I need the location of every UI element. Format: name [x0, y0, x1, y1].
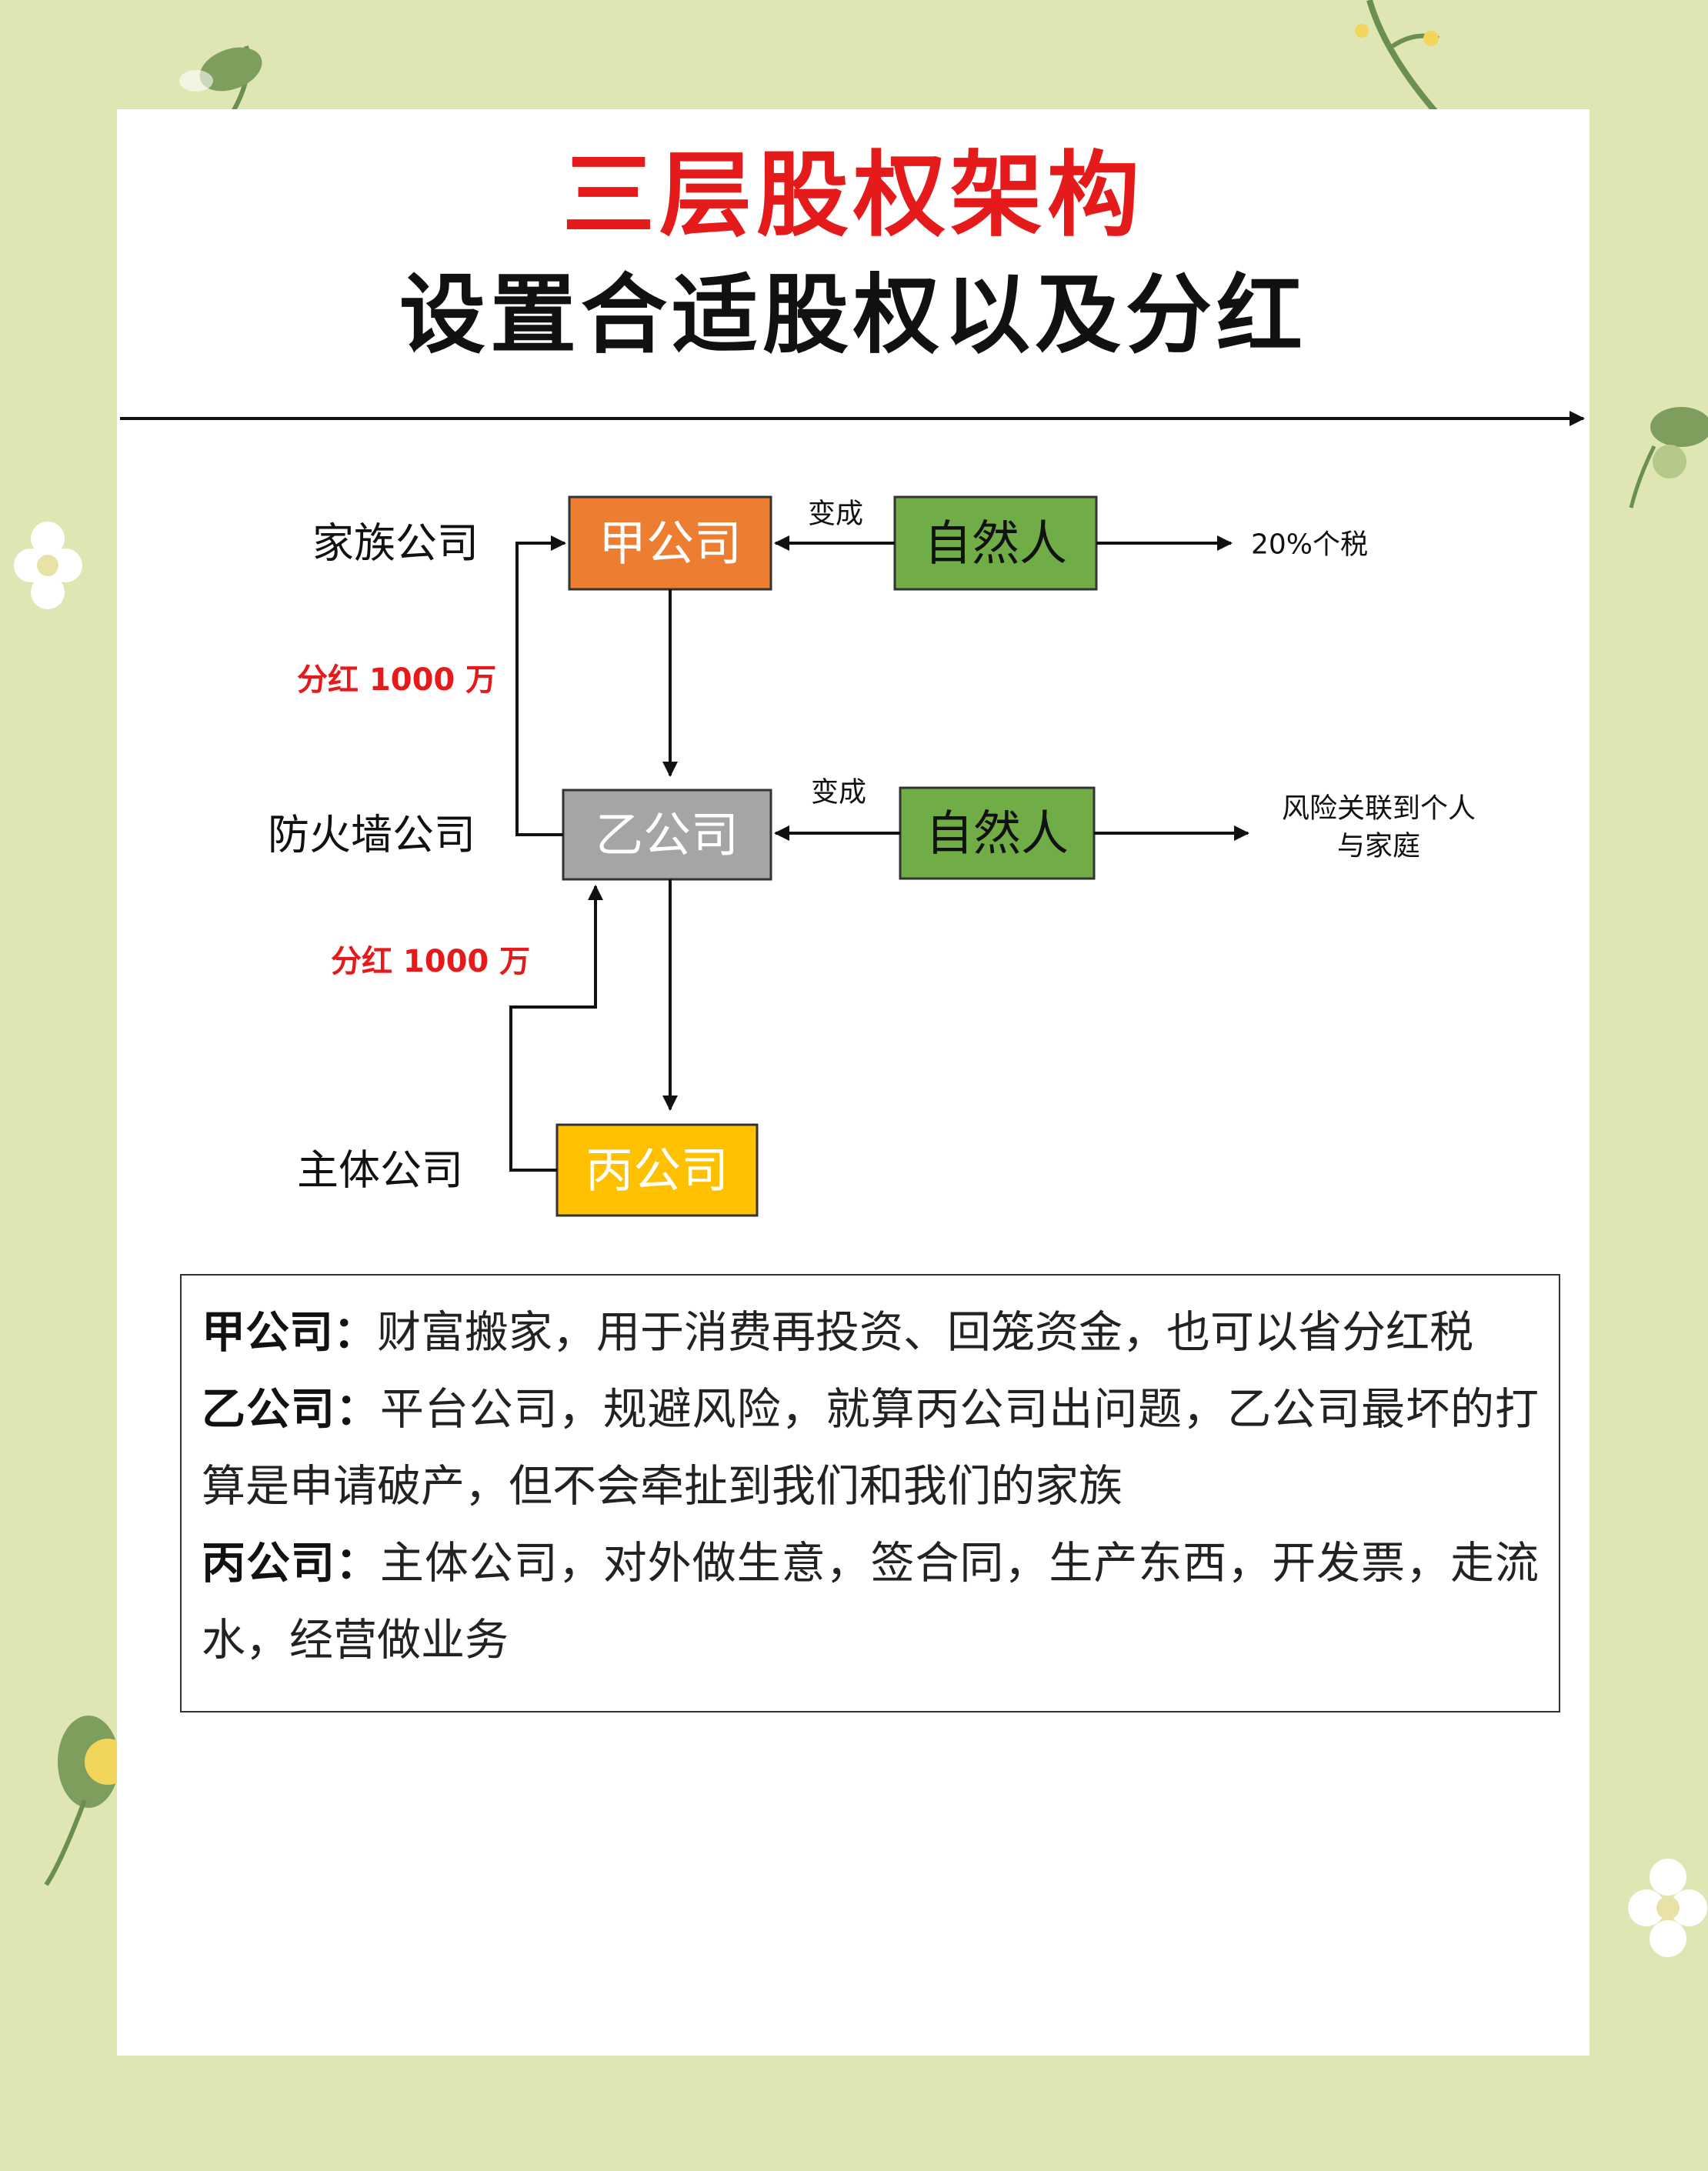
outcome-label-tax: 20%个税	[1251, 529, 1368, 561]
box-person-1-label: 自然人	[924, 515, 1067, 572]
desc-term-jia: 甲公司：	[202, 1307, 377, 1358]
level-label-firewall: 防火墙公司	[268, 811, 475, 859]
level-label-family: 家族公司	[312, 519, 479, 568]
relation-label-2: 变成	[811, 777, 866, 809]
branch-icon	[1355, 0, 1442, 118]
box-jia-company: 甲公司	[568, 495, 772, 591]
dividend-label-2: 分红 1000 万	[331, 944, 530, 979]
page-title: 三层股权架构	[562, 142, 1144, 249]
box-jia-label: 甲公司	[599, 515, 742, 572]
desc-item-yi: 乙公司：平台公司，规避风险，就算丙公司出问题，乙公司最坏的打算是申请破产，但不会…	[202, 1371, 1539, 1525]
box-yi-company: 乙公司	[562, 789, 772, 881]
desc-item-bing: 丙公司：主体公司，对外做生意，签合同，生产东西，开发票，走流水，经营做业务	[202, 1525, 1539, 1679]
desc-item-jia: 甲公司：财富搬家，用于消费再投资、回笼资金，也可以省分红税	[202, 1294, 1539, 1371]
relation-label-1: 变成	[808, 499, 863, 530]
box-bing-label: 丙公司	[585, 1142, 729, 1199]
box-person-2: 自然人	[899, 786, 1096, 880]
flower-icon	[1628, 1859, 1707, 1957]
description-box: 甲公司：财富搬家，用于消费再投资、回笼资金，也可以省分红税 乙公司：平台公司，规…	[180, 1274, 1560, 1712]
desc-text-yi: 平台公司，规避风险，就算丙公司出问题，乙公司最坏的打算是申请破产，但不会牵扯到我…	[202, 1384, 1540, 1512]
content-card: 三层股权架构 设置合适股权以及分红 甲公司 自然人 乙公司 自然人	[117, 109, 1590, 2056]
desc-text-jia: 财富搬家，用于消费再投资、回笼资金，也可以省分红税	[377, 1307, 1473, 1358]
outcome-label-risk-line1: 风险关联到个人	[1282, 793, 1476, 825]
dividend-label-1: 分红 1000 万	[297, 662, 496, 698]
arrow-yi-to-jia-dividend	[515, 535, 566, 836]
outcome-label-risk-line2: 与家庭	[1337, 831, 1420, 862]
box-bing-company: 丙公司	[555, 1123, 759, 1217]
desc-term-bing: 丙公司：	[202, 1538, 380, 1589]
desc-text-bing: 主体公司，对外做生意，签合同，生产东西，开发票，走流水，经营做业务	[202, 1538, 1540, 1666]
box-person-1: 自然人	[893, 495, 1098, 591]
level-label-main: 主体公司	[297, 1146, 463, 1195]
flower-icon	[14, 522, 82, 609]
leaf-flower-icon	[1629, 407, 1708, 509]
box-yi-label: 乙公司	[595, 807, 739, 863]
page-subtitle: 设置合适股权以及分红	[399, 265, 1307, 365]
desc-term-yi: 乙公司：	[202, 1384, 380, 1435]
box-person-2-label: 自然人	[926, 805, 1069, 862]
arrow-bing-to-yi-dividend	[509, 885, 603, 1172]
equity-structure-diagram: 甲公司 自然人 乙公司 自然人 丙公司 家族公司 防火墙公司 主体公司 变成 变…	[120, 411, 1585, 1217]
leaf-sprig-icon	[179, 45, 262, 117]
